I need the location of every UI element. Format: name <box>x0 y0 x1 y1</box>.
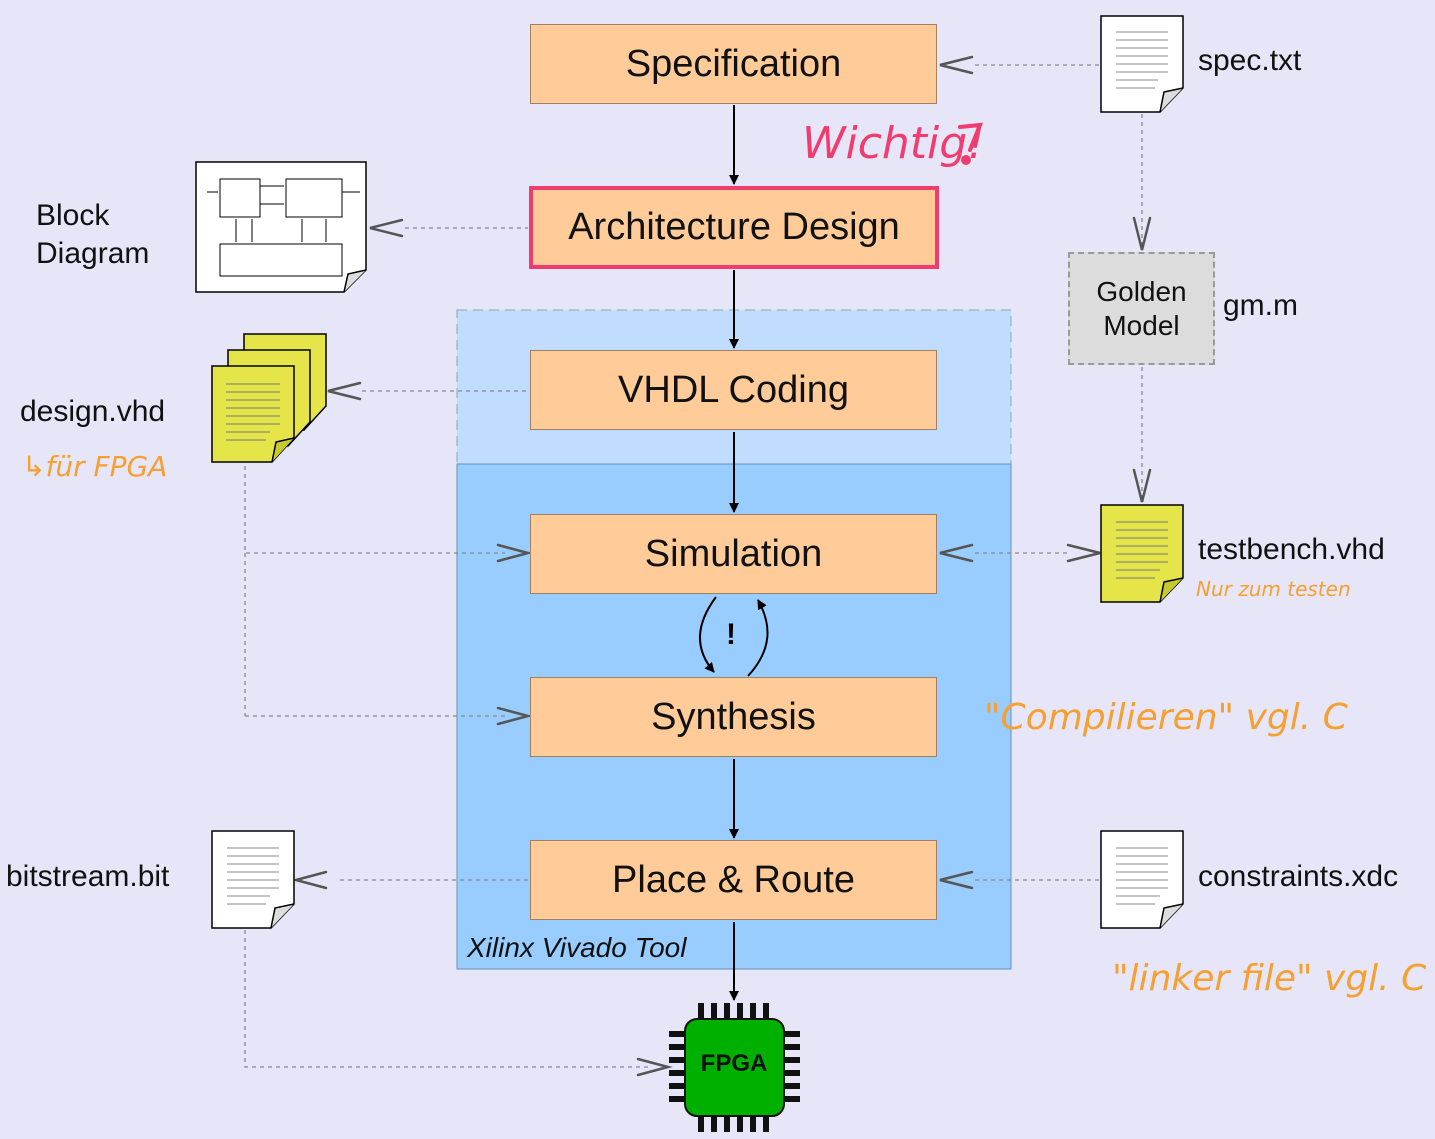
block-diagram-label-2: Diagram <box>36 237 150 270</box>
architecture-design-step: Architecture Design <box>529 186 939 269</box>
testbench-file-label: testbench.vhd <box>1198 533 1385 566</box>
place-route-step: Place & Route <box>530 840 937 920</box>
annotation-fuer-fpga: ↳für FPGA <box>22 450 168 483</box>
annotation-linker: "linker file" vgl. C <box>1112 958 1427 999</box>
spec-file-icon <box>1100 15 1184 113</box>
synthesis-step: Synthesis <box>530 677 937 757</box>
bitstream-file-icon <box>211 830 295 929</box>
constraints-file-icon <box>1100 830 1184 929</box>
golden-model-line1: Golden <box>1096 275 1187 307</box>
annotation-nur-zum-testen: Nur zum testen <box>1196 577 1351 601</box>
block-diagram-icon <box>195 161 367 293</box>
specification-step: Specification <box>530 24 937 104</box>
constraints-file-label: constraints.xdc <box>1198 860 1399 893</box>
vhdl-coding-step: VHDL Coding <box>530 350 937 430</box>
loop-arrow-down <box>699 596 717 673</box>
fpga-chip-icon <box>669 1003 800 1132</box>
testbench-file-icon <box>1100 504 1184 603</box>
design-files-icon <box>211 333 327 463</box>
block-diagram-label-1: Block <box>36 199 110 232</box>
loop-arrow-up <box>747 599 769 677</box>
annotation-wichtig: Wichtig! <box>802 118 985 169</box>
golden-model-box: Golden Model <box>1068 252 1215 365</box>
annotation-compilieren: "Compilieren" vgl. C <box>984 697 1348 738</box>
gm-file-label: gm.m <box>1223 289 1298 322</box>
golden-model-line2: Model <box>1103 309 1180 341</box>
bitstream-file-label: bitstream.bit <box>6 860 170 893</box>
tool-label: Xilinx Vivado Tool <box>467 932 687 963</box>
wichtig-mark <box>958 122 984 165</box>
fpga-label: FPGA <box>700 1050 768 1077</box>
simulation-step: Simulation <box>530 514 937 594</box>
spec-file-label: spec.txt <box>1198 44 1302 77</box>
loop-warning-mark: ! <box>726 618 736 651</box>
design-file-label: design.vhd <box>20 395 166 428</box>
